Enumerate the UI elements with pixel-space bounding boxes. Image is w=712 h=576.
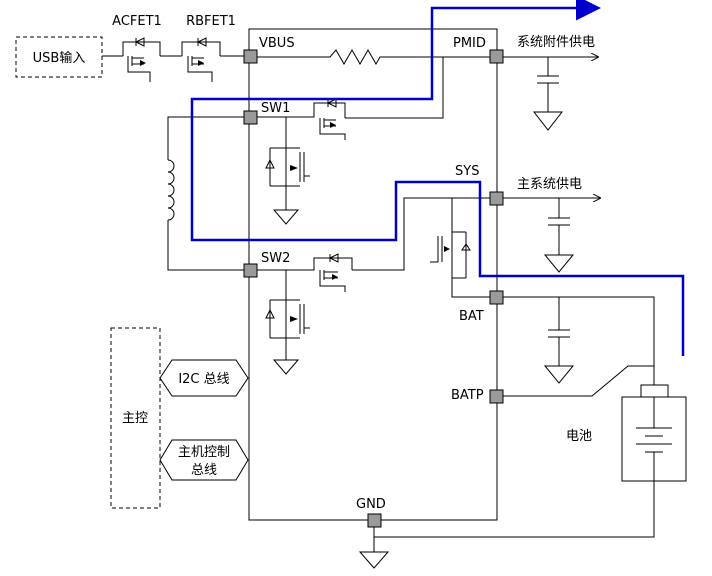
bat-ground-symbol <box>543 365 575 384</box>
gnd-pin-pad <box>367 513 382 528</box>
battery-fet <box>430 198 490 298</box>
i2c-bus-label: I2C 总线 <box>178 372 229 387</box>
pmid-pin-pad <box>489 49 504 64</box>
sw1-high-side-fet <box>257 98 346 140</box>
usb-input-box <box>15 36 103 78</box>
sys-pin-label: SYS <box>455 164 479 179</box>
sw1-ground-symbol <box>272 209 300 225</box>
bat-pin-label: BAT <box>459 309 484 324</box>
vbus-pin-label: VBUS <box>259 36 295 51</box>
usb-input-label: USB输入 <box>33 50 86 66</box>
inductor <box>167 159 175 221</box>
sw2-ground-symbol <box>272 359 300 375</box>
pmid-supply-label: 系统附件供电 <box>517 35 595 50</box>
rbfet-transistor <box>181 37 221 82</box>
controller-box <box>110 327 161 509</box>
gnd-pin-label: GND <box>356 497 386 512</box>
main-supply-label: 主系统供电 <box>517 177 582 192</box>
host-bus-line2: 总线 <box>191 463 217 478</box>
sw2-low-side-fet <box>265 270 310 360</box>
batp-pin-label: BATP <box>451 388 484 403</box>
sw2-pin-label: SW2 <box>261 251 290 266</box>
battery-label: 电池 <box>566 429 592 444</box>
acfet-transistor <box>122 37 161 82</box>
sw2-pin-pad <box>243 263 258 278</box>
battery-symbol <box>374 384 687 538</box>
internal-resistor <box>257 48 490 66</box>
vbus-pin-pad <box>243 49 258 64</box>
rbfet-label: RBFET1 <box>186 14 236 29</box>
host-bus-line1: 主机控制 <box>178 445 230 460</box>
sw2-high-side-fet <box>257 253 353 292</box>
main-ground-symbol <box>358 551 390 569</box>
controller-label: 主控 <box>122 411 148 426</box>
sys-pin-pad <box>489 191 504 206</box>
current-path-arrow <box>190 0 685 356</box>
pmid-ground-symbol <box>532 111 564 131</box>
sw1-low-side-fet <box>265 117 310 210</box>
bat-pin-pad <box>489 290 504 305</box>
i2c-bus-arrow <box>159 359 249 397</box>
acfet-label: ACFET1 <box>112 14 162 29</box>
sys-ground-symbol <box>543 254 575 273</box>
sw1-pin-label: SW1 <box>261 101 290 116</box>
batp-pin-pad <box>489 389 504 404</box>
host-control-bus-arrow <box>159 439 249 481</box>
pmid-pin-label: PMID <box>453 36 486 51</box>
sw1-pin-pad <box>243 110 258 125</box>
